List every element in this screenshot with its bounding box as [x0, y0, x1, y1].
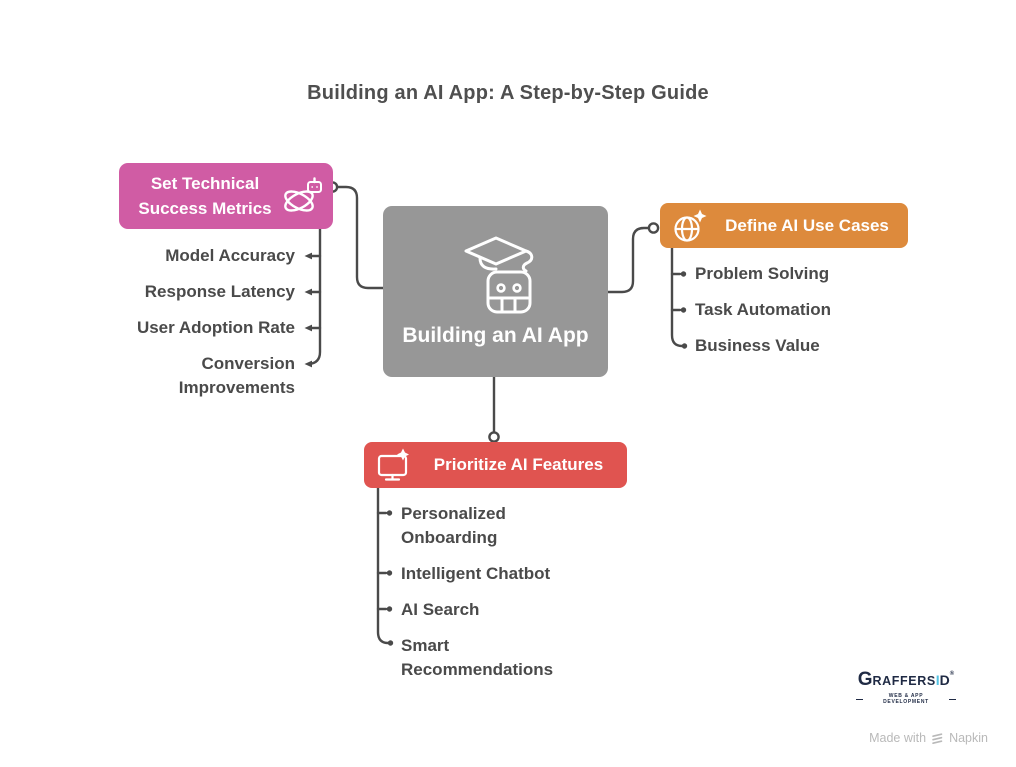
- logo-letter: G: [857, 669, 873, 690]
- watermark-product: Napkin: [949, 731, 988, 745]
- list-item: Response Latency: [144, 282, 295, 301]
- node-building-an-ai-app: Building an AI App: [383, 206, 608, 377]
- list-item: Conversion Improvements: [178, 354, 295, 397]
- list-item: Task Automation: [695, 300, 832, 319]
- napkin-icon: [931, 732, 944, 745]
- napkin-watermark: Made with Napkin: [869, 731, 988, 745]
- features-list: Personalized Onboarding Intelligent Chat…: [401, 502, 586, 682]
- node-set-technical-success-metrics: Set Technical Success Metrics: [119, 163, 333, 229]
- watermark-text: Made with: [869, 731, 927, 745]
- spine-metrics-list: [307, 227, 322, 366]
- edge-center-to-usecases: [606, 226, 650, 294]
- list-item: User Adoption Rate: [136, 318, 295, 337]
- logo-letter-i: I: [935, 672, 940, 688]
- spine-features-list: [376, 486, 390, 645]
- list-item: AI Search: [401, 600, 480, 619]
- list-item: Personalized Onboarding: [401, 504, 506, 547]
- list-item: Smart Recommendations: [401, 636, 554, 679]
- node-define-ai-use-cases: Define AI Use Cases: [660, 203, 908, 248]
- monitor-sparkle-icon: [376, 448, 412, 482]
- registered-mark: ®: [949, 671, 955, 677]
- node-label: Prioritize AI Features: [433, 455, 604, 474]
- use-cases-list: Problem Solving Task Automation Business…: [695, 262, 831, 358]
- atom-robot-icon: [279, 173, 325, 219]
- list-item: Business Value: [695, 336, 820, 355]
- tagline-text: WEB & APP DEVELOPMENT: [883, 693, 929, 705]
- graffersid-tagline: WEB & APP DEVELOPMENT: [856, 693, 957, 705]
- node-prioritize-ai-features: Prioritize AI Features: [364, 442, 627, 488]
- logo-letters: RAFFERS: [872, 674, 936, 688]
- globe-sparkle-icon: [672, 208, 708, 244]
- node-label: Set Technical Success Metrics: [138, 174, 272, 218]
- tagline-divider: [856, 698, 863, 700]
- node-label: Building an AI App: [402, 323, 589, 347]
- logo-letter-d: D: [939, 672, 950, 688]
- list-item: Problem Solving: [695, 264, 830, 283]
- node-label: Define AI Use Cases: [725, 215, 889, 235]
- list-item: Intelligent Chatbot: [401, 564, 551, 583]
- edge-metrics-to-center: [336, 185, 385, 290]
- spine-usecases-list: [670, 246, 684, 348]
- list-item: Model Accuracy: [165, 246, 295, 265]
- graduation-cap-robot-icon: [456, 234, 536, 318]
- tagline-divider: [949, 698, 957, 700]
- page-title: Building an AI App: A Step-by-Step Guide: [307, 82, 709, 104]
- metrics-list: Model Accuracy Response Latency User Ado…: [110, 244, 295, 400]
